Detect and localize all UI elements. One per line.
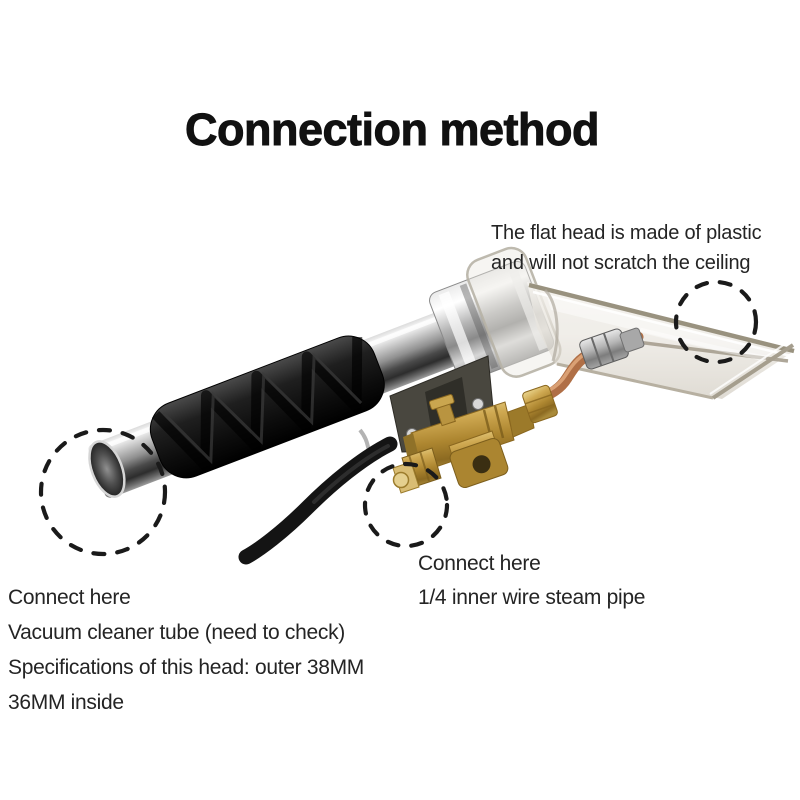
highlight-circle-plastic-head — [673, 279, 759, 365]
callout-text: 36MM inside — [8, 691, 124, 714]
clear-plastic-head — [527, 282, 795, 400]
page-title: Connection method — [185, 104, 600, 156]
callout-text: Vacuum cleaner tube (need to check) — [8, 621, 345, 644]
wand-body — [88, 246, 562, 498]
highlight-circle-vacuum-end — [38, 427, 168, 557]
valve-outlet-elbow — [448, 430, 509, 489]
bracket-screw — [472, 398, 484, 410]
callout-vacuum-tube: Connect here Vacuum cleaner tube (need t… — [8, 580, 364, 720]
highlight-circles — [38, 279, 759, 557]
callout-text: Connect here — [8, 586, 131, 609]
callout-text: Specifications of this head: outer 38MM — [8, 656, 364, 679]
valve-outlet-nut — [522, 384, 558, 424]
valve-inlet-fitting — [392, 447, 442, 494]
callout-text: 1/4 inner wire steam pipe — [418, 586, 646, 609]
highlight-circle-steam-inlet — [362, 461, 450, 549]
callout-text: The flat head is made of plastic — [491, 222, 762, 244]
grip-texture — [151, 337, 363, 472]
pipe-ferrule — [619, 327, 645, 353]
callout-text: and will not scratch the ceiling — [491, 252, 751, 274]
callout-plastic-head: The flat head is made of plastic and wil… — [491, 218, 762, 278]
pipe-compression-nut — [579, 328, 629, 370]
callout-steam-pipe: Connect here 1/4 inner wire steam pipe — [418, 547, 645, 615]
valve-stem — [428, 394, 456, 427]
brass-valve — [392, 394, 535, 494]
tube-opening — [88, 440, 126, 498]
callout-text: Connect here — [418, 552, 541, 575]
